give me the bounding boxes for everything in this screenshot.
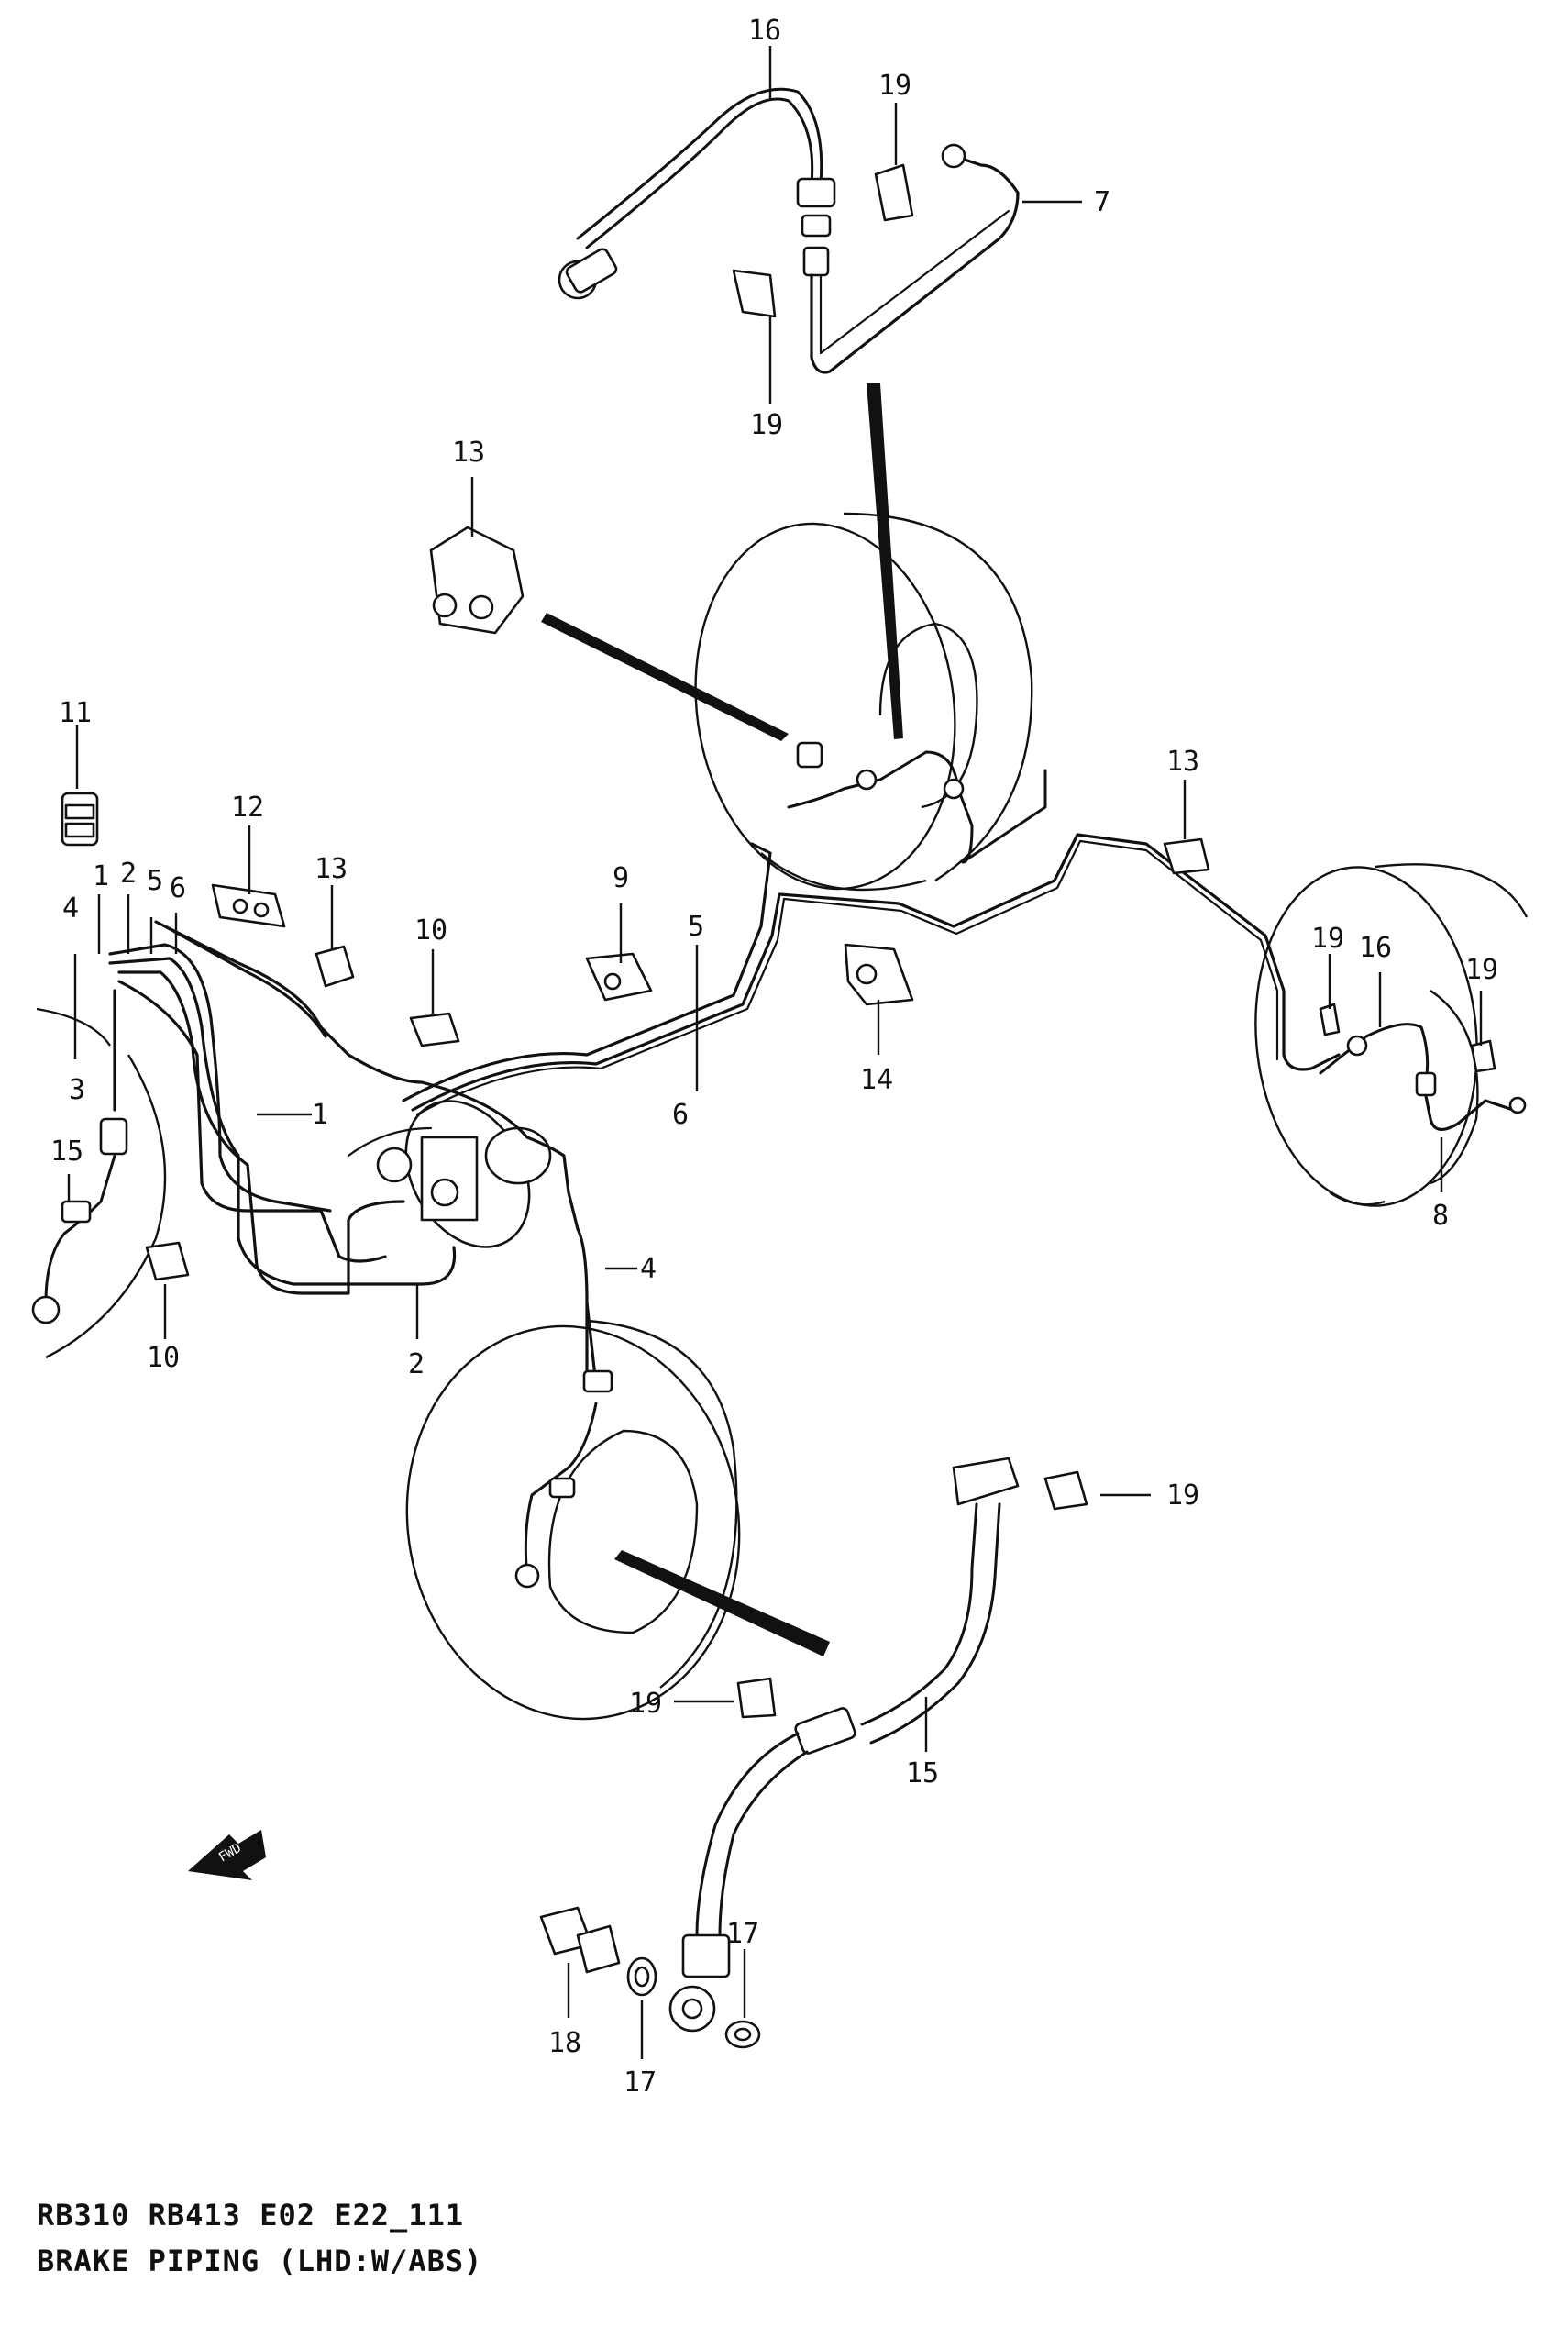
callout-19-detail-left: 19 <box>629 1688 662 1720</box>
callout-13-top: 13 <box>452 437 485 469</box>
indicator-arrows <box>541 383 903 1656</box>
diagram-title: BRAKE PIPING (LHD:W/ABS) <box>37 2244 483 2278</box>
callout-19-top: 19 <box>878 70 911 102</box>
callout-2-mid: 2 <box>408 1348 425 1380</box>
detail-hose-15 <box>668 1457 1020 2033</box>
part-13-clamp-large <box>429 526 525 635</box>
callout-8: 8 <box>1432 1200 1449 1232</box>
callout-11: 11 <box>59 697 92 729</box>
brake-booster <box>347 1100 552 1248</box>
part-12-clip <box>211 883 286 928</box>
callout-9: 9 <box>613 862 629 894</box>
callout-10-lower: 10 <box>147 1342 180 1374</box>
tire-front-lower <box>405 1319 741 1721</box>
upper-hose-assembly <box>558 87 1020 374</box>
fwd-arrow: FWD <box>188 1830 266 1880</box>
callout-16-top: 16 <box>748 15 781 47</box>
callout-2-left: 2 <box>120 858 137 890</box>
part-19-clips <box>732 163 1496 1719</box>
part-14-clamp <box>844 943 914 1006</box>
callout-16-rear: 16 <box>1359 932 1392 964</box>
callout-15-left: 15 <box>50 1136 83 1168</box>
part-13-clip-mid <box>315 945 355 988</box>
part-10-clip-lower <box>145 1241 190 1281</box>
callout-12: 12 <box>231 792 264 824</box>
front-left-hose <box>31 989 128 1324</box>
diagram-code-line: RB310 RB413 E02 E22_111 <box>37 2198 465 2233</box>
callout-13-right: 13 <box>1166 746 1199 778</box>
callout-1-left: 1 <box>93 860 109 892</box>
rear-upper-hoses <box>787 741 1047 864</box>
callout-19-rear-a: 19 <box>1311 923 1344 955</box>
pipe-bundle <box>108 833 1341 1378</box>
part-18-bolt <box>539 1906 621 1974</box>
callout-6-left: 6 <box>170 872 186 904</box>
callout-14: 14 <box>860 1064 893 1096</box>
callout-4-mid: 4 <box>640 1253 657 1285</box>
callout-19-upper: 19 <box>750 409 783 441</box>
callout-19-detail-right: 19 <box>1166 1479 1199 1512</box>
callout-13-mid: 13 <box>315 853 348 885</box>
callout-7: 7 <box>1094 186 1110 218</box>
part-13-clip-right <box>1163 837 1210 875</box>
part-11-clip <box>61 792 99 847</box>
callout-3: 3 <box>69 1074 85 1106</box>
tire-front-left-partial <box>36 1007 167 1359</box>
callout-18: 18 <box>548 2027 581 2059</box>
callout-5-mid: 5 <box>688 911 704 943</box>
callout-4-left: 4 <box>62 892 79 925</box>
callout-17-right: 17 <box>726 1918 759 1950</box>
part-9-clip <box>585 952 653 1002</box>
callout-15-detail: 15 <box>906 1757 939 1789</box>
callout-labels: 16 19 7 19 13 11 12 13 10 9 5 6 13 14 1 … <box>50 15 1498 2099</box>
callout-5-left: 5 <box>147 865 163 897</box>
part-17-washers <box>626 1956 761 2049</box>
callout-1-mid: 1 <box>312 1099 328 1131</box>
callout-17-left: 17 <box>624 2066 657 2099</box>
leader-lines <box>67 46 1483 2059</box>
rear-right-hoses <box>1319 1023 1527 1131</box>
part-10-clip <box>409 1012 460 1047</box>
tire-rear-right <box>1254 863 1529 1207</box>
callout-6-mid: 6 <box>672 1099 689 1131</box>
callout-10-top: 10 <box>414 914 447 947</box>
front-lower-hose <box>514 1301 613 1589</box>
callout-19-rear-b: 19 <box>1465 954 1498 986</box>
